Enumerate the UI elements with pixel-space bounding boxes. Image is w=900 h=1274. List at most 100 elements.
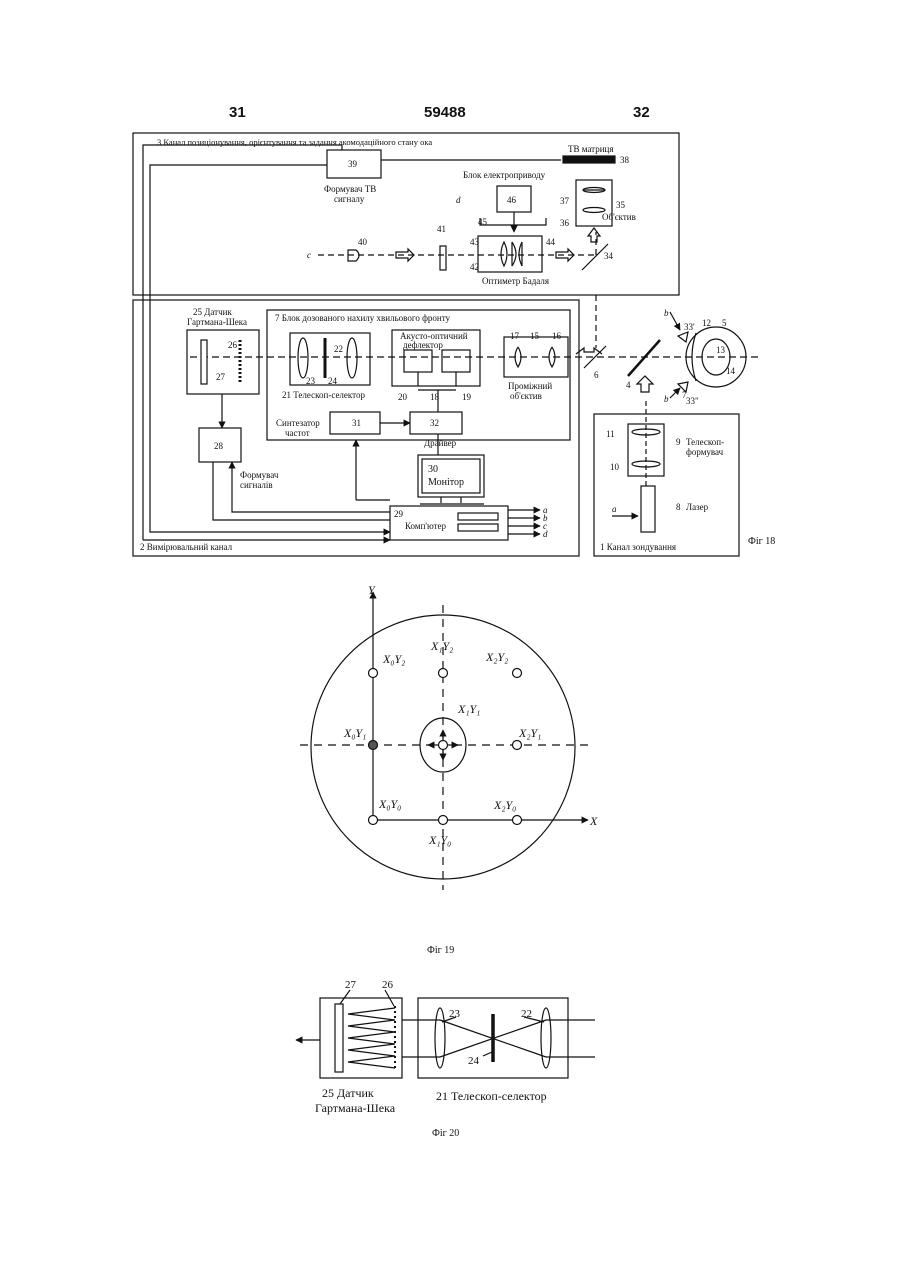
ref-38: 38 <box>620 155 630 165</box>
ref-26: 26 <box>228 340 238 350</box>
ref-19: 19 <box>462 392 472 402</box>
figure-19-labels: X Y X₀Y₂ X₁Y₂ X₂Y₂ X₀Y₁ X₁Y₁ X₂Y₁ X₀Y₀ X… <box>343 583 598 956</box>
ref-43: 43 <box>470 237 480 247</box>
fig19-caption: Фіг 19 <box>427 945 454 956</box>
fig18-caption: Фіг 18 <box>748 536 775 547</box>
driver-label: Драйвер <box>424 438 457 448</box>
point-x2y1: X₂Y₁ <box>518 726 541 740</box>
fig20-sensor-label-1: 25 Датчик <box>322 1086 374 1100</box>
ref-18: 18 <box>430 392 440 402</box>
point-x0y1: X₀Y₁ <box>343 726 366 740</box>
ref-31: 31 <box>352 418 361 428</box>
input-d: d <box>456 195 461 205</box>
ref-24: 24 <box>328 376 338 386</box>
fig20-ref-24: 24 <box>468 1055 480 1067</box>
telescope-former-label-2: формувач <box>686 447 724 457</box>
intermediate-objective-label-2: об'єктив <box>510 391 542 401</box>
ref-44: 44 <box>546 237 556 247</box>
hs-sensor-label-1: 25 Датчик <box>193 307 232 317</box>
ref-11: 11 <box>606 429 615 439</box>
ref-45: 45 <box>478 217 488 227</box>
fig20-ref-27: 27 <box>345 979 357 991</box>
objective-label: Об'єктив <box>602 212 636 222</box>
ref-15: 15 <box>530 331 540 341</box>
tv-matrix-sensor <box>563 156 615 163</box>
computer-label: Комп'ютер <box>405 521 447 531</box>
intermediate-objective-label-1: Проміжний <box>508 381 552 391</box>
monitor-number: 30 <box>428 464 438 475</box>
optimeter-label: Оптиметр Бадаля <box>482 276 549 286</box>
ref-33-prime: 33' <box>684 322 695 332</box>
ref-8: 8 <box>676 502 681 512</box>
ao-deflector-label-2: дефлектор <box>403 340 443 350</box>
ref-33-double-prime: 33" <box>686 396 699 406</box>
figure-20-labels: 27 26 23 22 24 25 Датчик Гартмана-Шека 2… <box>315 979 547 1139</box>
signal-former-label-1: Формувач <box>240 470 279 480</box>
ref-37: 37 <box>560 196 570 206</box>
block-7-title: 7 Блок дозованого нахилу хвильового фрон… <box>275 313 451 323</box>
sensor-matrix <box>335 1004 343 1072</box>
hs-sensor-label-2: Гартмана-Шека <box>187 317 247 327</box>
telescope-former-label-1: Телескоп- <box>686 437 724 447</box>
ref-23: 23 <box>306 376 316 386</box>
synthesizer-label-1: Синтезатор <box>276 418 320 428</box>
input-a: a <box>612 504 617 514</box>
figure-18-labels: 3 Канал позиціонування, орієнтування та … <box>140 137 775 552</box>
input-b-top: b <box>664 308 669 318</box>
ref-20: 20 <box>398 392 408 402</box>
ref-12: 12 <box>702 318 711 328</box>
point-x1y1: X₁Y₁ <box>457 702 480 716</box>
ref-9: 9 <box>676 437 681 447</box>
ref-29: 29 <box>394 509 404 519</box>
ref-6: 6 <box>594 370 599 380</box>
ref-5: 5 <box>722 318 727 328</box>
ref-42: 42 <box>470 262 479 272</box>
badal-optimeter-box <box>478 236 542 272</box>
figure-20 <box>296 990 595 1078</box>
input-b-bottom: b <box>664 394 669 404</box>
ref-14: 14 <box>726 366 736 376</box>
fig20-telescope-label: 21 Телескоп-селектор <box>436 1089 547 1103</box>
fig20-ref-23: 23 <box>449 1008 461 1020</box>
axis-x-label: X <box>589 814 598 828</box>
ref-40: 40 <box>358 237 368 247</box>
ref-36: 36 <box>560 218 570 228</box>
fig20-sensor-label-2: Гартмана-Шека <box>315 1101 396 1115</box>
synthesizer-label-2: частот <box>285 428 310 438</box>
point-x2y2: X₂Y₂ <box>485 650 508 664</box>
ref-39: 39 <box>348 159 358 169</box>
point-x0y0: X₀Y₀ <box>378 797 401 811</box>
telescope-selector-label: 21 Телескоп-селектор <box>282 390 365 400</box>
block-2-title: 2 Вимірювальний канал <box>140 542 233 552</box>
drive-block-label: Блок електроприводу <box>463 170 546 180</box>
tv-matrix-label: ТВ матриця <box>568 144 613 154</box>
monitor-box <box>418 455 484 497</box>
fig20-caption: Фіг 20 <box>432 1128 459 1139</box>
ref-16: 16 <box>552 331 562 341</box>
block-1-probing-channel <box>594 414 739 556</box>
fig20-ref-22: 22 <box>521 1008 532 1020</box>
point-x1y0: X₁Y₀ <box>428 833 451 847</box>
hs-sensor-box <box>320 998 402 1078</box>
ref-41: 41 <box>437 224 446 234</box>
ref-4: 4 <box>626 380 631 390</box>
point-x0y2: X₀Y₂ <box>382 652 405 666</box>
signal-former-label-2: сигналів <box>240 480 273 490</box>
ref-17: 17 <box>510 331 520 341</box>
block-3-title: 3 Канал позиціонування, орієнтування та … <box>157 137 432 147</box>
ref-28: 28 <box>214 441 224 451</box>
hartmann-shack-sensor-box <box>187 330 259 394</box>
input-c: c <box>307 250 311 260</box>
monitor-label: Монітор <box>428 477 464 488</box>
output-d: d <box>543 529 548 539</box>
ref-46: 46 <box>507 195 517 205</box>
ref-27: 27 <box>216 372 226 382</box>
ref-22: 22 <box>334 344 343 354</box>
axis-y-label: Y <box>368 583 376 597</box>
block-1-title: 1 Канал зондування <box>600 542 676 552</box>
laser-label: Лазер <box>686 502 709 512</box>
ref-32: 32 <box>430 418 439 428</box>
ref-34: 34 <box>604 251 614 261</box>
fig20-ref-26: 26 <box>382 979 394 991</box>
